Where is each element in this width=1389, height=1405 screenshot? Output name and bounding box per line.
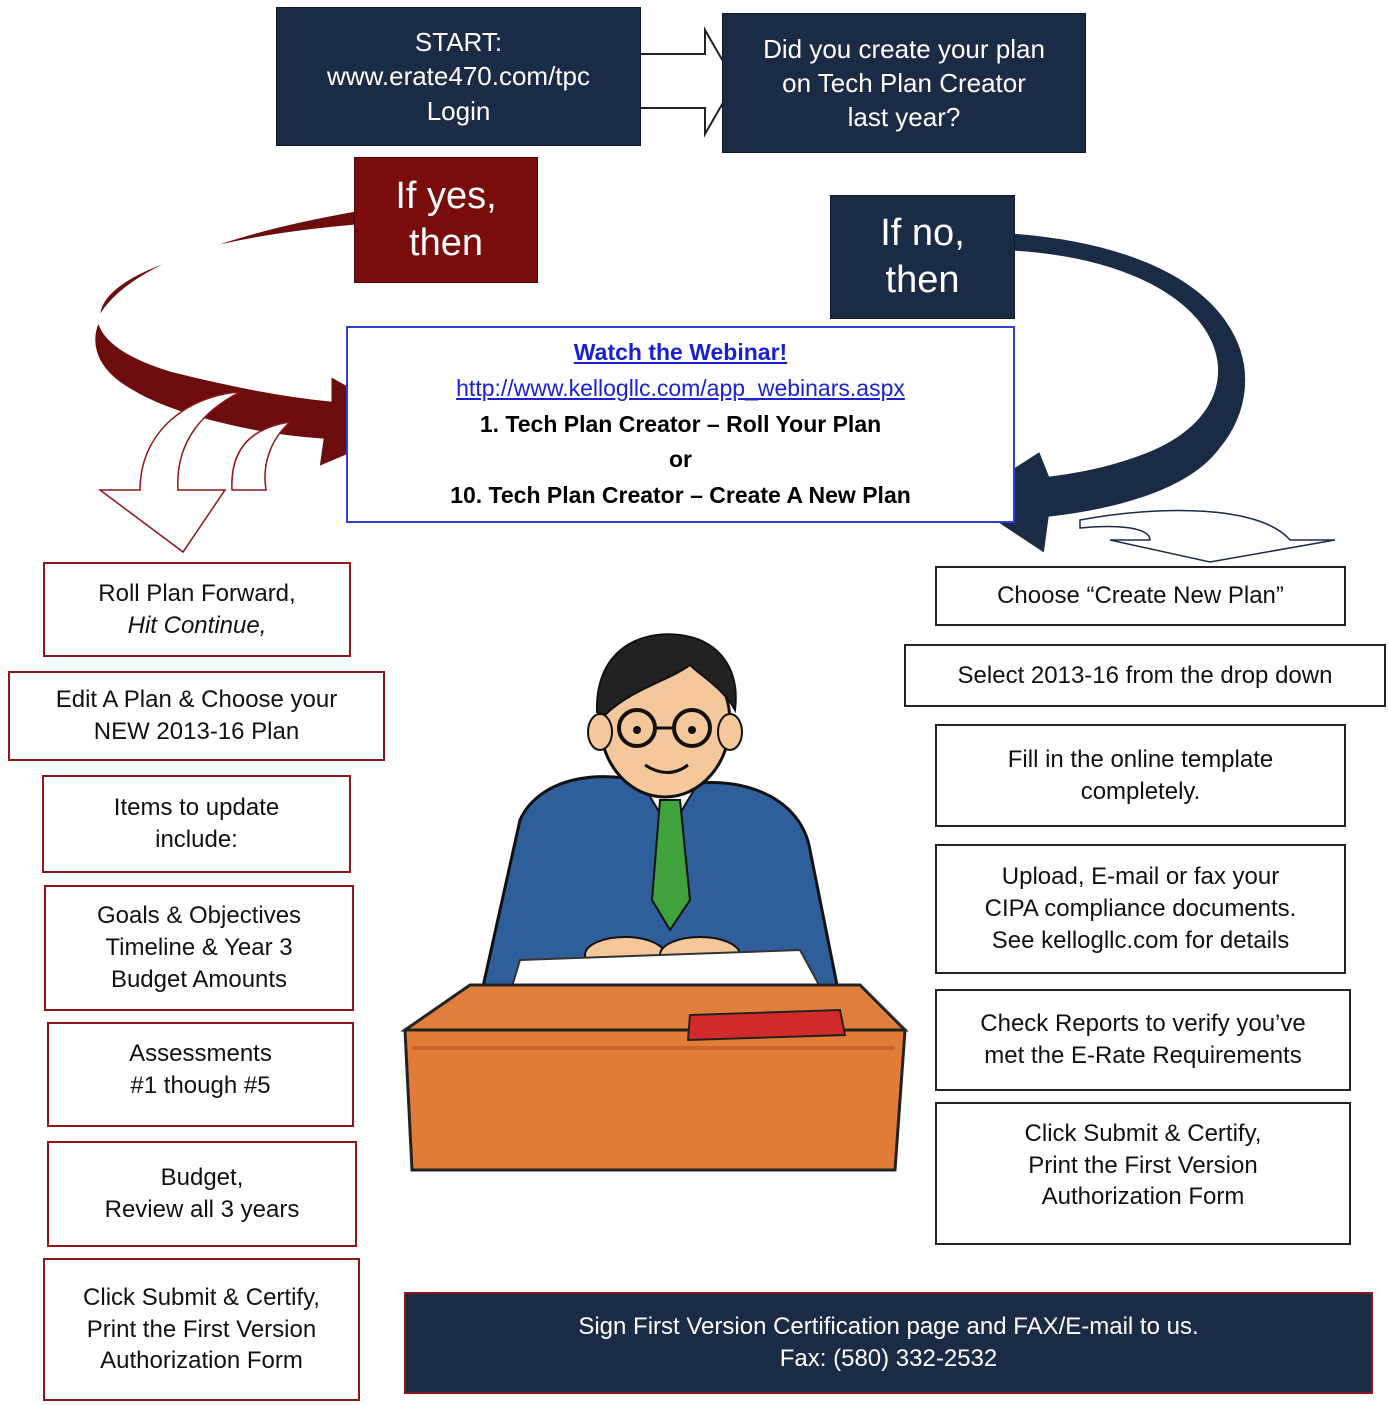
if-yes-line-1: If yes, xyxy=(395,174,497,217)
if-yes-box: If yes, then xyxy=(354,157,538,283)
start-login: Login xyxy=(426,95,491,126)
left-step-7-line-2: Print the First Version xyxy=(86,1315,317,1343)
left-step-5-line-1: Assessments xyxy=(129,1040,272,1067)
left-step-1-line-2: Hit Continue, xyxy=(127,611,267,639)
left-step-items-to-update: Items to update include: xyxy=(42,775,351,873)
right-step-6-line-3: Authorization Form xyxy=(1041,1183,1245,1211)
webinar-title-link[interactable]: Watch the Webinar! xyxy=(573,339,788,366)
left-step-6-line-2: Review all 3 years xyxy=(104,1196,300,1223)
left-step-2-line-2: NEW 2013-16 Plan xyxy=(93,718,300,745)
right-step-6-line-1: Click Submit & Certify, xyxy=(1024,1120,1262,1147)
left-step-1-line-1: Roll Plan Forward, xyxy=(98,579,296,607)
left-step-4-line-2: Timeline & Year 3 xyxy=(105,934,293,962)
right-step-3-line-1: Fill in the online template xyxy=(1007,745,1274,773)
right-step-4-line-1: Upload, E-mail or fax your xyxy=(1001,863,1280,891)
right-step-3-line-2: completely. xyxy=(1080,777,1201,805)
left-step-3-line-2: include: xyxy=(155,826,238,853)
right-step-1-line-1: Choose “Create New Plan” xyxy=(997,582,1284,610)
left-step-roll-forward: Roll Plan Forward, Hit Continue, xyxy=(43,562,351,657)
left-step-3-line-1: Items to update xyxy=(113,794,280,822)
right-step-2-line-1: Select 2013-16 from the drop down xyxy=(957,661,1333,689)
if-no-line-2: then xyxy=(885,259,960,301)
start-label: START: xyxy=(414,27,503,58)
question-line-2: on Tech Plan Creator xyxy=(782,67,1026,98)
if-no-line-1: If no, xyxy=(880,211,965,254)
start-url[interactable]: www.erate470.com/tpc xyxy=(326,61,590,92)
start-box: START: www.erate470.com/tpc Login xyxy=(276,7,641,146)
left-step-5-line-2: #1 though #5 xyxy=(130,1071,271,1099)
sign-line-1: Sign First Version Certification page an… xyxy=(578,1313,1199,1341)
right-step-check-reports: Check Reports to verify you’ve met the E… xyxy=(935,989,1351,1091)
sign-fax-number: Fax: (580) 332-2532 xyxy=(779,1345,998,1372)
webinar-item-1: 1. Tech Plan Creator – Roll Your Plan xyxy=(479,410,882,437)
if-no-box: If no, then xyxy=(830,195,1015,319)
right-step-4-line-2: CIPA compliance documents. xyxy=(984,895,1297,923)
left-down-curve-arrow-icon xyxy=(97,391,241,554)
right-step-upload-cipa: Upload, E-mail or fax your CIPA complian… xyxy=(935,844,1346,974)
webinar-box: Watch the Webinar! http://www.kellogllc.… xyxy=(346,326,1015,523)
right-step-5-line-1: Check Reports to verify you’ve xyxy=(980,1010,1306,1038)
left-step-7-line-1: Click Submit & Certify, xyxy=(83,1283,320,1311)
left-step-4-line-1: Goals & Objectives xyxy=(96,902,302,930)
sign-certification-box: Sign First Version Certification page an… xyxy=(404,1292,1373,1394)
right-step-6-line-2: Print the First Version xyxy=(1028,1151,1258,1179)
right-step-select-year: Select 2013-16 from the drop down xyxy=(904,644,1386,707)
right-step-fill-template: Fill in the online template completely. xyxy=(935,724,1346,827)
no-curve-arrow-icon xyxy=(959,230,1249,558)
left-step-4-line-3: Budget Amounts xyxy=(110,965,288,993)
yes-curve-arrow-icon xyxy=(92,208,424,471)
if-yes-line-2: then xyxy=(409,222,483,264)
left-step-budget: Budget, Review all 3 years xyxy=(47,1141,357,1247)
left-step-submit-certify: Click Submit & Certify, Print the First … xyxy=(43,1258,360,1401)
webinar-or: or xyxy=(669,446,692,473)
question-line-1: Did you create your plan xyxy=(763,33,1045,64)
right-step-submit-certify: Click Submit & Certify, Print the First … xyxy=(935,1102,1351,1245)
question-line-3: last year? xyxy=(847,102,961,133)
webinar-item-2: 10. Tech Plan Creator – Create A New Pla… xyxy=(450,481,911,508)
right-step-5-line-2: met the E-Rate Requirements xyxy=(984,1042,1302,1069)
left-step-2-line-1: Edit A Plan & Choose your xyxy=(55,686,338,714)
left-down-curve-arrow-2-icon xyxy=(231,420,293,491)
left-step-goals: Goals & Objectives Timeline & Year 3 Bud… xyxy=(44,885,354,1011)
right-down-curve-arrow-icon xyxy=(1079,509,1336,563)
right-step-create-new-plan: Choose “Create New Plan” xyxy=(935,566,1346,626)
left-step-assessments: Assessments #1 though #5 xyxy=(47,1022,354,1127)
left-step-7-line-3: Authorization Form xyxy=(100,1347,303,1375)
right-step-4-line-3: See kellogllc.com for details xyxy=(991,926,1290,954)
webinar-url-link[interactable]: http://www.kellogllc.com/app_webinars.as… xyxy=(456,375,905,402)
question-box: Did you create your plan on Tech Plan Cr… xyxy=(722,13,1086,153)
left-step-6-line-1: Budget, xyxy=(160,1164,244,1192)
left-step-edit-plan: Edit A Plan & Choose your NEW 2013-16 Pl… xyxy=(8,671,385,761)
businessman-at-desk-icon xyxy=(400,633,909,1172)
